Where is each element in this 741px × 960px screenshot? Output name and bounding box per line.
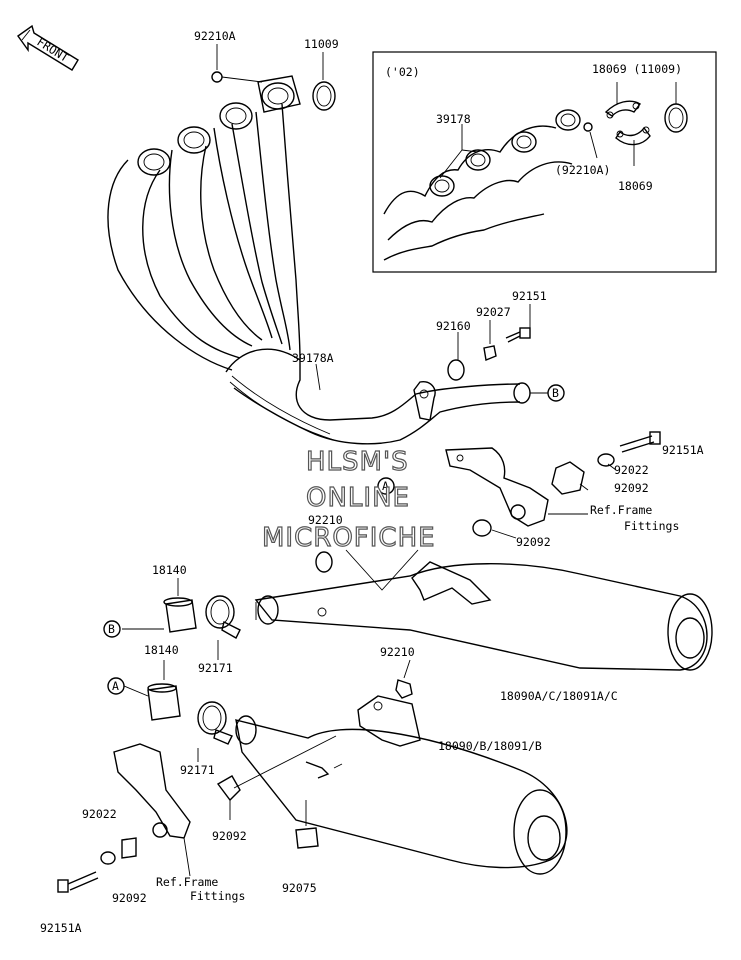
label-ref-frame-right-1: Ref.Frame — [590, 503, 652, 517]
label-92210a-paren: (92210A) — [555, 163, 610, 177]
label-92092-left-1: 92092 — [212, 829, 247, 843]
label-92151a-left: 92151A — [40, 921, 82, 935]
inset-year-label: ('02) — [385, 65, 420, 79]
label-92092-right-2: 92092 — [516, 535, 551, 549]
label-ref-frame-left-2: Fittings — [190, 889, 245, 903]
label-18140-a: 18140 — [144, 643, 179, 657]
label-92151a-right: 92151A — [662, 443, 704, 457]
label-92171-a: 92171 — [180, 763, 215, 777]
callout-a-left: A — [107, 677, 125, 695]
right-bracket — [445, 431, 661, 539]
label-92210-mid: 92210 — [308, 513, 343, 527]
label-ref-frame-left-1: Ref.Frame — [156, 875, 218, 889]
watermark-line-3: MICROFICHE — [262, 523, 436, 553]
label-11009: 11009 — [304, 37, 339, 51]
label-92160: 92160 — [436, 319, 471, 333]
label-ref-frame-right-2: Fittings — [624, 519, 679, 533]
label-92027: 92027 — [476, 305, 511, 319]
label-39178a: 39178A — [292, 351, 334, 365]
watermark-line-1: HLSM'S — [306, 447, 409, 477]
label-92022-right: 92022 — [614, 463, 649, 477]
label-92092-right-1: 92092 — [614, 481, 649, 495]
svg-text:A: A — [112, 679, 119, 693]
label-18090: 18090/B/18091/B — [438, 739, 542, 753]
muffler-upper — [254, 549, 713, 671]
label-92022-left: 92022 — [82, 807, 117, 821]
label-18090a: 18090A/C/18091A/C — [500, 689, 618, 703]
label-18069-11009: 18069 (11009) — [592, 62, 682, 76]
left-bracket — [57, 735, 337, 893]
callout-b-left: B — [103, 620, 121, 638]
sleeve-clamp-upper — [122, 578, 241, 660]
label-39178: 39178 — [436, 112, 471, 126]
label-92075: 92075 — [282, 881, 317, 895]
svg-text:A: A — [382, 479, 389, 493]
label-92171-b: 92171 — [198, 661, 233, 675]
muffler-lower — [235, 659, 568, 875]
watermark: HLSM'S ONLINE MICROFICHE — [261, 446, 436, 553]
label-92151: 92151 — [512, 289, 547, 303]
front-label: FRONT — [34, 35, 71, 65]
label-92092-left-2: 92092 — [112, 891, 147, 905]
callout-a-top: A — [377, 477, 395, 495]
exhaust-header-pipe — [107, 44, 531, 445]
front-arrow-icon: FRONT — [17, 24, 79, 71]
sleeve-clamp-lower — [123, 660, 233, 762]
svg-text:B: B — [552, 386, 559, 400]
callout-b-top: B — [530, 384, 565, 402]
label-18069: 18069 — [618, 179, 653, 193]
label-92210-low: 92210 — [380, 645, 415, 659]
label-18140-b: 18140 — [152, 563, 187, 577]
inset-2002-box: ('02) 18069 (11009) 39178 (92210A — [372, 51, 717, 273]
watermark-line-2: ONLINE — [306, 483, 410, 513]
label-92210a-top: 92210A — [194, 29, 236, 43]
svg-text:B: B — [108, 622, 115, 636]
hardware-right-upper — [447, 304, 531, 381]
